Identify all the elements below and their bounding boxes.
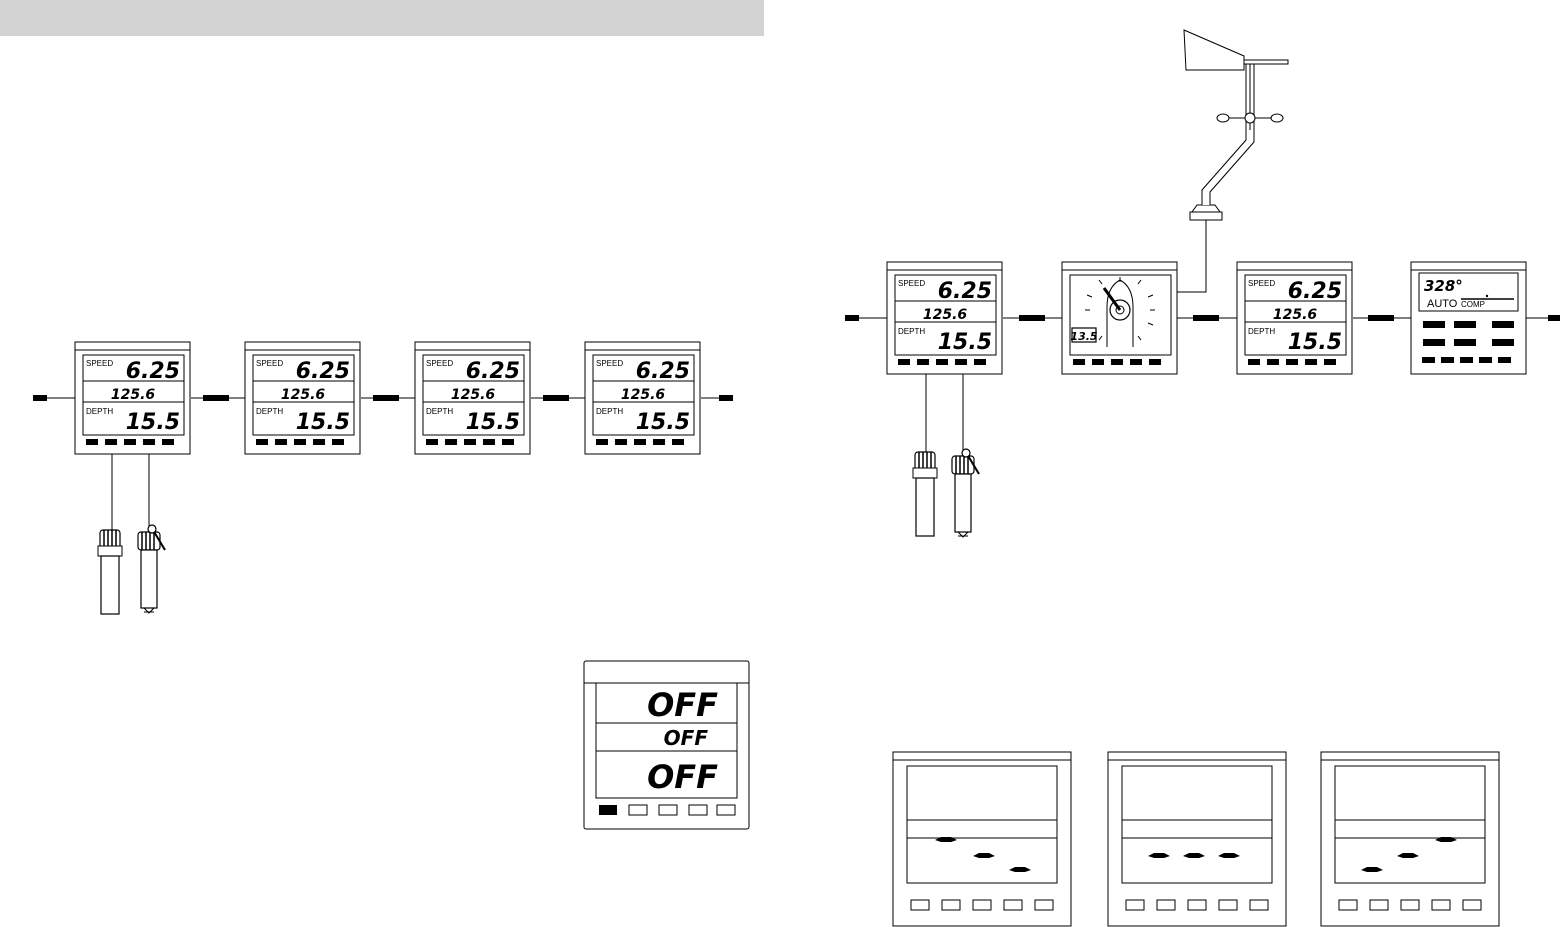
segment-test-display-3 — [1320, 751, 1500, 927]
log-value: 125.6 — [451, 387, 496, 403]
left-network — [33, 395, 733, 401]
depth-value: 15.5 — [938, 330, 992, 355]
speed-value: 6.25 — [636, 359, 690, 384]
speed-label: SPEED — [426, 359, 453, 368]
depth-label: DEPTH — [1248, 327, 1275, 336]
depth-value: 15.5 — [296, 410, 350, 435]
log-value: 125.6 — [621, 387, 666, 403]
speed-label: SPEED — [1248, 279, 1275, 288]
wind-transducer-icon — [1177, 29, 1289, 293]
wind-display: 13.5 — [1061, 261, 1178, 375]
log-value: 125.6 — [111, 387, 156, 403]
speed-transducer-icon — [912, 451, 938, 537]
speed-value: 6.25 — [126, 359, 180, 384]
instrument-display: SPEED 6.25 125.6 DEPTH 15.5 — [1236, 261, 1353, 375]
key-4 — [688, 804, 708, 816]
transducers-right — [912, 374, 980, 538]
speed-transducer-icon — [97, 529, 123, 615]
depth-label: DEPTH — [898, 327, 925, 336]
wind-dial-icon — [1085, 277, 1155, 347]
depth-label: DEPTH — [256, 407, 283, 416]
mode-label: AUTO — [1427, 298, 1458, 310]
instrument-display: SPEED 6.25 125.6 DEPTH 15.5 — [244, 341, 361, 455]
instrument-display: SPEED 6.25 125.6 DEPTH 15.5 — [584, 341, 701, 455]
key-2 — [628, 804, 648, 816]
depth-label: DEPTH — [426, 407, 453, 416]
key-5 — [716, 804, 736, 816]
segment-test-display-2 — [1107, 751, 1287, 927]
submode-label: COMP — [1461, 300, 1485, 309]
key-3 — [658, 804, 678, 816]
depth-transducer-icon — [137, 524, 166, 614]
depth-value: 15.5 — [1288, 330, 1342, 355]
off-line2: OFF — [664, 726, 709, 750]
autopilot-display: 328° AUTO COMP — [1410, 261, 1527, 375]
off-display: OFF OFF OFF — [583, 660, 750, 830]
transducers-left — [97, 454, 166, 615]
speed-value: 6.25 — [296, 359, 350, 384]
depth-value: 15.5 — [466, 410, 520, 435]
header-bar — [0, 0, 764, 36]
key-1-active — [599, 805, 617, 815]
instrument-display: SPEED 6.25 125.6 DEPTH 15.5 — [886, 261, 1003, 375]
segment-test-display-1 — [892, 751, 1072, 927]
depth-value: 15.5 — [126, 410, 180, 435]
speed-value: 6.25 — [466, 359, 520, 384]
log-value: 125.6 — [281, 387, 326, 403]
speed-value: 6.25 — [938, 279, 992, 304]
off-line1: OFF — [647, 686, 718, 724]
speed-label: SPEED — [898, 279, 925, 288]
off-line3: OFF — [647, 758, 718, 796]
log-value: 125.6 — [923, 307, 968, 323]
depth-label: DEPTH — [596, 407, 623, 416]
instrument-display: SPEED 6.25 125.6 DEPTH 15.5 — [414, 341, 531, 455]
depth-transducer-icon — [951, 448, 980, 538]
depth-label: DEPTH — [86, 407, 113, 416]
speed-label: SPEED — [596, 359, 623, 368]
heading-value: 328° — [1424, 277, 1463, 295]
right-network — [845, 315, 1560, 321]
speed-label: SPEED — [256, 359, 283, 368]
instrument-display: SPEED 6.25 125.6 DEPTH 15.5 — [74, 341, 191, 455]
speed-value: 6.25 — [1288, 279, 1342, 304]
log-value: 125.6 — [1273, 307, 1318, 323]
speed-label: SPEED — [86, 359, 113, 368]
depth-value: 15.5 — [636, 410, 690, 435]
wind-speed-value: 13.5 — [1070, 330, 1097, 343]
